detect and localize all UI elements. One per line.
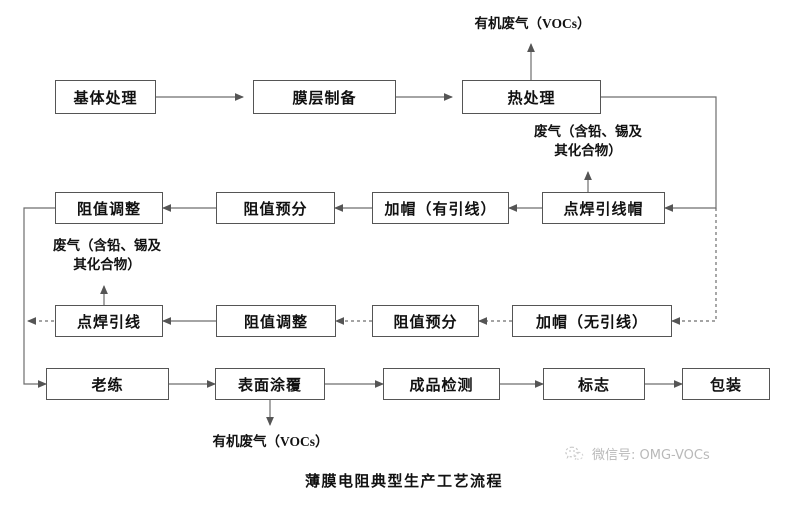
node-final-inspection[interactable]: 成品检测: [383, 368, 500, 400]
diagram-caption: 薄膜电阻典型生产工艺流程: [305, 470, 503, 491]
annotation-fumes-spot-weld-lead: 废气（含铅、锡及 其化合物）: [22, 236, 192, 274]
node-label: 阻值调整: [243, 314, 308, 331]
node-label: 阻值调整: [76, 201, 141, 218]
annotation-fumes-spot-weld-cap: 废气（含铅、锡及 其化合物）: [503, 122, 673, 160]
node-burn-in[interactable]: 老练: [46, 368, 169, 400]
node-label: 点焊引线: [76, 314, 141, 331]
node-label: 膜层制备: [292, 90, 357, 107]
node-label: 表面涂覆: [237, 377, 302, 394]
node-capping-with-lead[interactable]: 加帽（有引线）: [372, 192, 509, 224]
watermark-text: 微信号: OMG-VOCs: [592, 447, 710, 463]
node-capping-no-lead[interactable]: 加帽（无引线）: [512, 305, 672, 337]
annotation-voc-heat-treatment: 有机废气（VOCs）: [455, 14, 610, 33]
edge-left-trunk-n12: [23, 321, 47, 388]
node-film-preparation[interactable]: 膜层制备: [253, 80, 396, 114]
node-packaging[interactable]: 包装: [682, 368, 770, 400]
node-label: 阻值预分: [243, 201, 308, 218]
annotation-text: 有机废气（VOCs）: [474, 16, 591, 31]
node-label: 老练: [91, 377, 124, 394]
node-label: 热处理: [507, 90, 556, 107]
annotation-line-1: 废气（含铅、锡及: [53, 238, 161, 253]
annotation-voc-surface-coating: 有机废气（VOCs）: [193, 432, 348, 451]
node-resistance-adjust-row3[interactable]: 阻值调整: [216, 305, 336, 337]
watermark: 微信号: OMG-VOCs: [563, 443, 710, 463]
annotation-line-2: 其化合物）: [73, 257, 141, 272]
node-resistance-presort-row2[interactable]: 阻值预分: [216, 192, 335, 224]
node-label: 加帽（无引线）: [535, 314, 648, 331]
node-surface-coating[interactable]: 表面涂覆: [215, 368, 325, 400]
node-label: 标志: [577, 377, 610, 394]
node-resistance-adjust-row2[interactable]: 阻值调整: [55, 192, 163, 224]
node-label: 阻值预分: [393, 314, 458, 331]
annotation-text: 有机废气（VOCs）: [212, 434, 329, 449]
node-label: 基体处理: [73, 90, 138, 107]
node-heat-treatment[interactable]: 热处理: [462, 80, 601, 114]
annotation-line-2: 其化合物）: [554, 143, 622, 158]
node-label: 加帽（有引线）: [384, 201, 497, 218]
wechat-sparkle-icon: [565, 446, 584, 462]
node-marking[interactable]: 标志: [543, 368, 645, 400]
node-label: 点焊引线帽: [563, 201, 644, 218]
annotation-line-1: 废气（含铅、锡及: [534, 124, 642, 139]
caption-text: 薄膜电阻典型生产工艺流程: [305, 474, 504, 490]
edge-trunk-right-row3: [671, 208, 717, 325]
node-spot-weld-lead[interactable]: 点焊引线: [55, 305, 163, 337]
node-resistance-presort-row3[interactable]: 阻值预分: [372, 305, 479, 337]
node-label: 成品检测: [409, 377, 474, 394]
node-spot-weld-lead-cap[interactable]: 点焊引线帽: [542, 192, 665, 224]
node-substrate-treatment[interactable]: 基体处理: [55, 80, 156, 114]
node-label: 包装: [709, 377, 742, 394]
